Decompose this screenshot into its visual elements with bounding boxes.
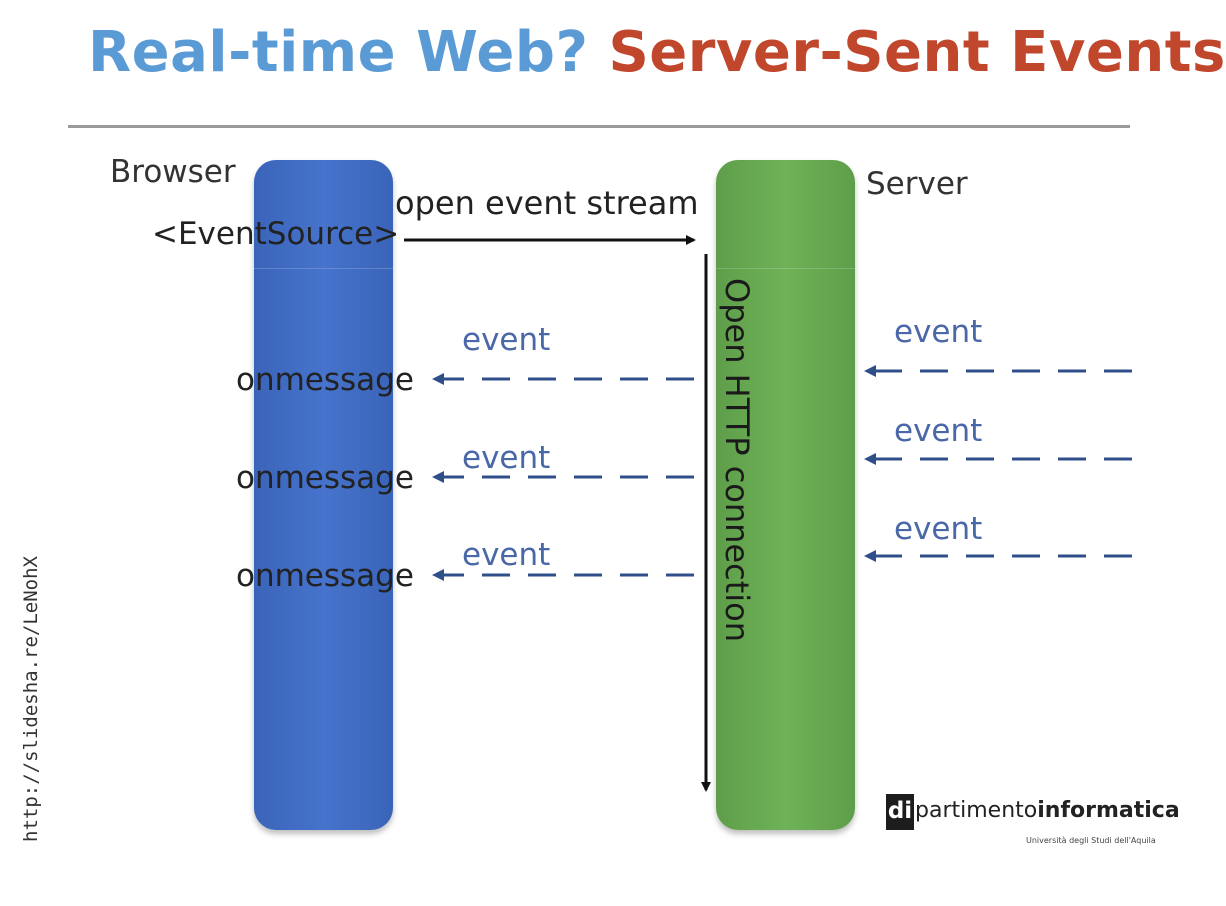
logo-name-regular: partimento: [915, 798, 1038, 823]
title-part-realtime: Real-time Web?: [88, 20, 589, 85]
browser-label: Browser: [110, 154, 236, 190]
event-label-to-server-2: event: [894, 413, 983, 449]
dipartimento-logo: di partimentoinformatica Università degl…: [886, 792, 1186, 852]
http-connection-label: Open HTTP connection: [718, 278, 756, 643]
onmessage-handler-3: onmessage: [236, 558, 414, 594]
server-label: Server: [866, 166, 968, 202]
title-divider: [68, 125, 1130, 128]
logo-mark: di: [886, 794, 914, 830]
eventsource-label: <EventSource>: [152, 216, 400, 252]
logo-name: partimentoinformatica: [915, 798, 1180, 823]
logo-name-bold: informatica: [1037, 798, 1180, 823]
event-label-to-browser-1: event: [462, 322, 551, 358]
title-part-sse: Server-Sent Events: [608, 20, 1226, 85]
event-label-to-browser-3: event: [462, 537, 551, 573]
logo-subtitle: Università degli Studi dell'Aquila: [1026, 836, 1156, 845]
server-lifeline: [716, 160, 855, 830]
browser-lifeline: [254, 160, 393, 830]
onmessage-handler-2: onmessage: [236, 460, 414, 496]
open-event-stream-label: open event stream: [395, 184, 699, 222]
slide-title: Real-time Web? Server-Sent Events: [88, 20, 1226, 85]
event-label-to-browser-2: event: [462, 440, 551, 476]
onmessage-handler-1: onmessage: [236, 362, 414, 398]
event-label-to-server-3: event: [894, 511, 983, 547]
event-label-to-server-1: event: [894, 314, 983, 350]
source-url-link[interactable]: http://slidesha.re/LeNohX: [20, 556, 42, 842]
